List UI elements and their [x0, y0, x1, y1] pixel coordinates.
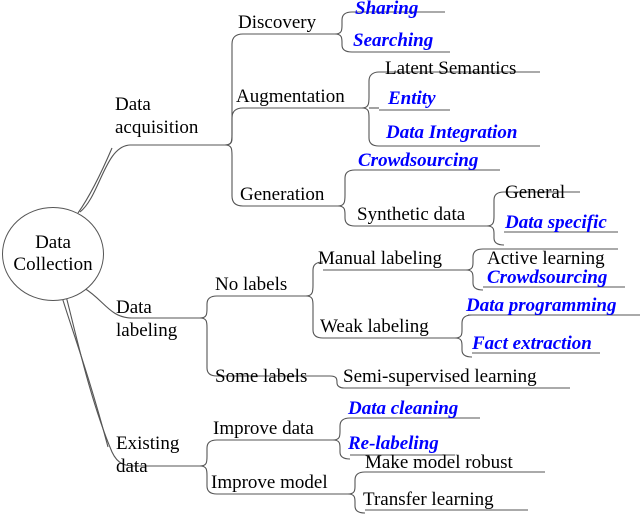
node-active-learning: Active learning — [487, 248, 605, 269]
branch-data-labeling-line1: Data — [116, 297, 152, 318]
branch-data-labeling[interactable]: Data labeling — [116, 296, 177, 342]
node-no-labels[interactable]: No labels — [215, 274, 288, 295]
node-augmentation[interactable]: Augmentation — [236, 86, 345, 107]
root-node-data-collection[interactable]: Data Collection — [2, 207, 104, 301]
branch-data-acquisition-line2: acquisition — [115, 117, 199, 138]
node-general: General — [505, 182, 566, 203]
node-sharing[interactable]: Sharing — [355, 0, 419, 19]
node-crowdsourcing-generation[interactable]: Crowdsourcing — [358, 150, 479, 171]
node-manual-labeling[interactable]: Manual labeling — [318, 248, 442, 269]
node-data-integration[interactable]: Data Integration — [386, 122, 518, 143]
branch-data-acquisition-line1: Data — [115, 94, 151, 115]
node-data-specific[interactable]: Data specific — [505, 212, 607, 233]
node-entity[interactable]: Entity — [388, 88, 436, 109]
root-label-line2: Collection — [13, 254, 93, 275]
node-some-labels[interactable]: Some labels — [215, 366, 308, 387]
node-synthetic-data[interactable]: Synthetic data — [357, 204, 466, 225]
node-weak-labeling[interactable]: Weak labeling — [320, 316, 429, 337]
node-semi-supervised-learning: Semi-supervised learning — [343, 366, 537, 387]
node-transfer-learning: Transfer learning — [363, 489, 494, 510]
node-latent-semantics: Latent Semantics — [385, 58, 517, 79]
branch-data-labeling-line2: labeling — [116, 320, 178, 341]
node-improve-data[interactable]: Improve data — [213, 418, 314, 439]
branch-data-acquisition[interactable]: Data acquisition — [115, 93, 198, 139]
branch-existing-data-line1: Existing — [116, 433, 180, 454]
node-data-programming[interactable]: Data programming — [466, 295, 617, 316]
node-make-model-robust: Make model robust — [365, 452, 513, 473]
node-searching[interactable]: Searching — [353, 30, 434, 51]
root-label-line1: Data — [35, 232, 71, 253]
node-improve-model[interactable]: Improve model — [211, 472, 328, 493]
node-fact-extraction[interactable]: Fact extraction — [472, 333, 592, 354]
branch-existing-data[interactable]: Existing data — [116, 432, 179, 478]
node-data-cleaning[interactable]: Data cleaning — [348, 398, 459, 419]
node-discovery[interactable]: Discovery — [238, 12, 317, 33]
node-generation[interactable]: Generation — [240, 184, 325, 205]
node-re-labeling[interactable]: Re-labeling — [348, 433, 439, 454]
node-crowdsourcing-manual[interactable]: Crowdsourcing — [487, 267, 608, 288]
branch-existing-data-line2: data — [116, 456, 148, 477]
